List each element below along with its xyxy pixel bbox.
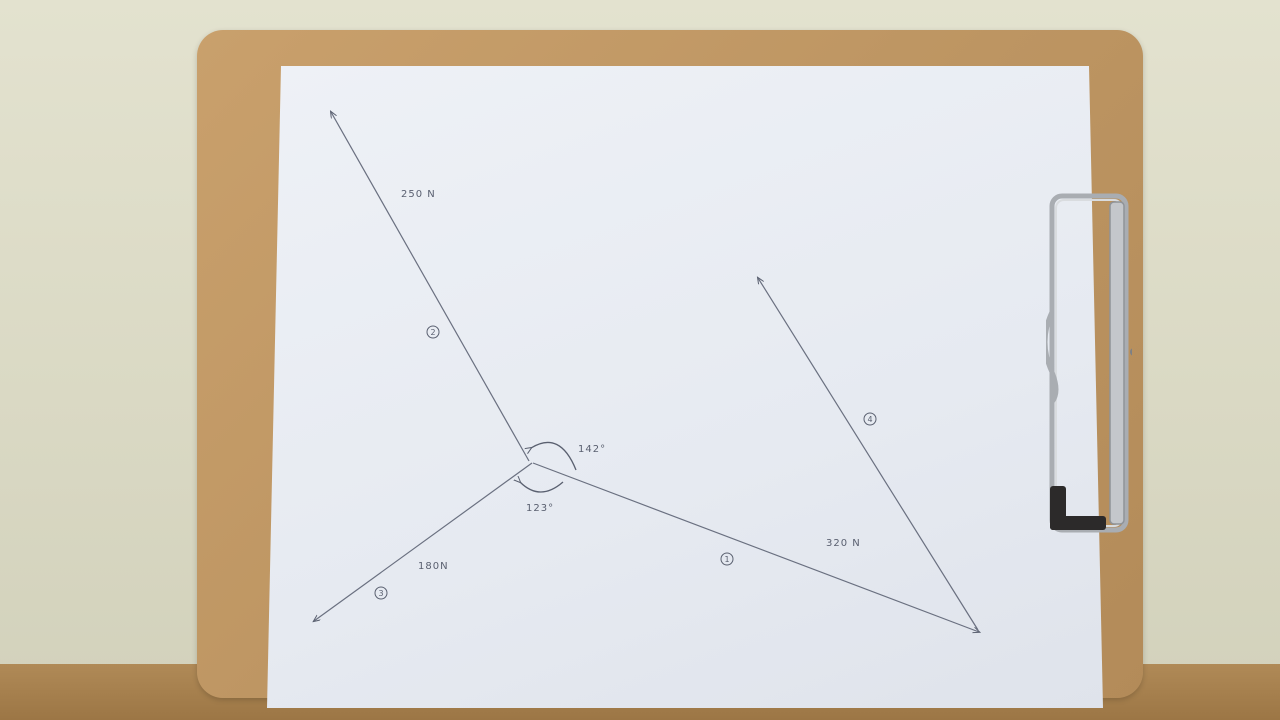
force-label-320n: 320 N bbox=[826, 538, 861, 549]
clipboard-clip bbox=[1046, 193, 1132, 533]
vector-2-line bbox=[331, 112, 530, 462]
circled-number-4-text: 4 bbox=[867, 415, 872, 424]
circled-number-1-text: 1 bbox=[724, 555, 729, 564]
force-label-180n: 180N bbox=[418, 561, 449, 572]
force-label-250n: 250 N bbox=[401, 189, 436, 200]
vector-4-line bbox=[758, 278, 979, 631]
vector-1-line bbox=[532, 462, 979, 632]
circled-number-3-text: 3 bbox=[378, 589, 383, 598]
circled-number-4: 4 bbox=[863, 412, 877, 426]
vector-3-line bbox=[314, 462, 533, 621]
paper-sheet bbox=[267, 66, 1103, 708]
angle-arc-lower bbox=[520, 482, 564, 493]
circled-number-1: 1 bbox=[720, 552, 734, 566]
angle-label-lower: 123° bbox=[526, 503, 554, 514]
circled-number-2-text: 2 bbox=[430, 328, 435, 337]
angle-arc-upper bbox=[531, 441, 577, 471]
angle-label-upper: 142° bbox=[578, 444, 606, 455]
circled-number-2: 2 bbox=[426, 325, 440, 339]
circled-number-3: 3 bbox=[374, 586, 388, 600]
